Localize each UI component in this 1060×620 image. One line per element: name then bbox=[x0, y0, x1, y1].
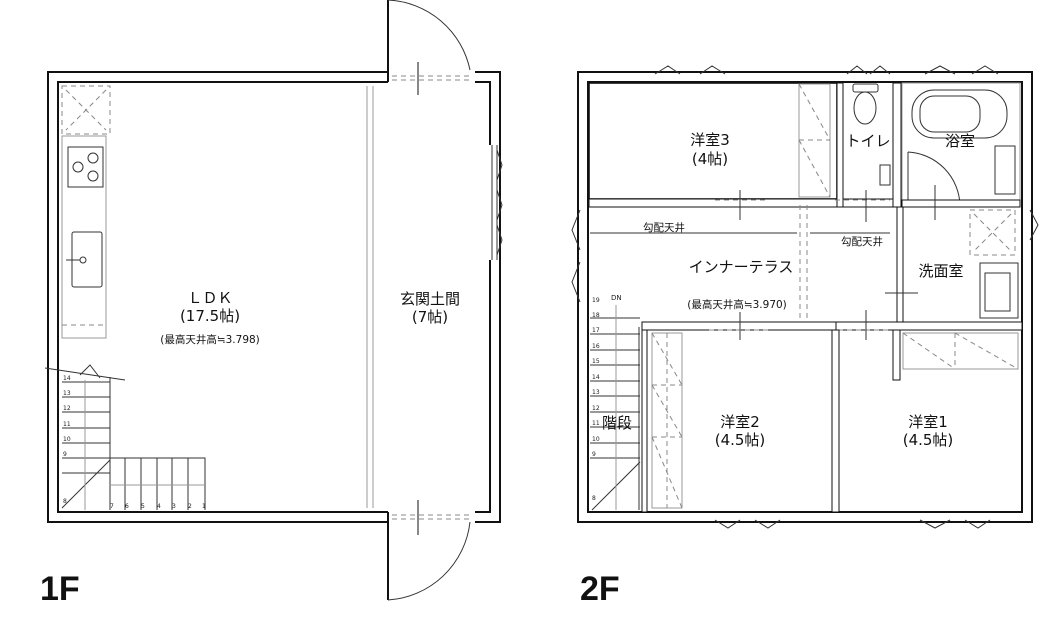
exterior-wall-inner bbox=[475, 81, 491, 513]
floor-1-label: 1F bbox=[40, 570, 80, 608]
toilet-wall bbox=[836, 82, 844, 208]
stair-number: 4 bbox=[157, 503, 161, 510]
windows-side bbox=[571, 209, 1039, 303]
room1-wall bbox=[892, 329, 901, 381]
washroom-wall bbox=[896, 206, 904, 328]
ldk-ceiling-height: (最高天井高≒3.798) bbox=[160, 333, 260, 346]
stair-number: 10 bbox=[63, 436, 71, 443]
hall-wall bbox=[842, 198, 894, 208]
hall-wall bbox=[641, 321, 837, 331]
window-sash bbox=[496, 149, 503, 256]
bathtub-inner bbox=[919, 95, 981, 133]
terrace-ceiling-height: (最高天井高≒3.970) bbox=[687, 298, 787, 311]
stair-number: 1 bbox=[202, 503, 206, 510]
step-line bbox=[366, 86, 374, 508]
stair-number: 14 bbox=[63, 375, 71, 382]
sink-icon bbox=[66, 231, 103, 288]
stair-number: 14 bbox=[592, 374, 600, 381]
floor-2-plan: 19 18 17 16 15 14 13 12 11 10 9 8 DN 洋室3… bbox=[571, 65, 1039, 608]
washbasin-icon bbox=[979, 262, 1019, 319]
stair-number: 3 bbox=[172, 503, 176, 510]
staircase-2f: 19 18 17 16 15 14 13 12 11 10 9 8 DN bbox=[590, 294, 641, 511]
washing-machine-space bbox=[969, 209, 1016, 256]
stair-number: 11 bbox=[63, 421, 71, 428]
window bbox=[491, 145, 498, 260]
stair-number: 13 bbox=[592, 389, 600, 396]
bathtub-icon bbox=[911, 89, 1008, 139]
hand-wash-icon bbox=[879, 164, 891, 186]
stair-number: 8 bbox=[592, 495, 596, 502]
windows-bottom bbox=[714, 519, 991, 529]
stairs-label: 階段 bbox=[602, 414, 632, 432]
entrance-door-bottom bbox=[387, 500, 472, 601]
room2-wall bbox=[641, 329, 648, 513]
entrance-label: 玄関土間 bbox=[400, 290, 460, 308]
stair-number: 18 bbox=[592, 312, 600, 319]
bath-wall bbox=[901, 199, 1021, 208]
entrance-area: (7帖) bbox=[412, 308, 448, 326]
washroom-label: 洗面室 bbox=[918, 262, 963, 280]
room1-closet bbox=[902, 332, 1019, 370]
toilet-label: トイレ bbox=[845, 132, 890, 150]
sloped-ceiling-left: 勾配天井 bbox=[643, 221, 685, 234]
stair-number: 9 bbox=[63, 451, 67, 458]
room3-area: (4帖) bbox=[692, 150, 728, 168]
stair-number: 13 bbox=[63, 390, 71, 397]
closet-line bbox=[651, 332, 683, 509]
stairs-down-label: DN bbox=[611, 294, 622, 302]
windows-top bbox=[654, 65, 999, 75]
stair-number: 12 bbox=[63, 405, 71, 412]
stair-number: 11 bbox=[592, 420, 600, 427]
room2-label: 洋室2 bbox=[720, 413, 760, 431]
exterior-wall bbox=[475, 71, 501, 523]
stair-number: 12 bbox=[592, 405, 600, 412]
hall-wall bbox=[588, 198, 838, 208]
stair-number: 6 bbox=[125, 503, 129, 510]
stair-number: 9 bbox=[592, 451, 596, 458]
room-divider bbox=[831, 329, 840, 513]
washbasin-bowl bbox=[984, 272, 1011, 312]
shower-icon bbox=[994, 145, 1016, 195]
stair-number: 15 bbox=[592, 358, 600, 365]
kitchen-counter bbox=[61, 135, 107, 339]
floor-1-plan: 14 13 12 11 10 9 8 7 6 5 4 3 2 1 ＬＤＫ (17… bbox=[40, 0, 503, 608]
floor-2-label: 2F bbox=[580, 570, 620, 608]
stair-number: 10 bbox=[592, 436, 600, 443]
exterior-wall-inner bbox=[57, 81, 388, 513]
stair-number: 7 bbox=[110, 503, 114, 510]
ldk-area: (17.5帖) bbox=[180, 307, 240, 325]
room1-label: 洋室1 bbox=[908, 413, 948, 431]
exterior-wall bbox=[47, 71, 388, 523]
stair-number: 5 bbox=[141, 503, 145, 510]
hall-wall bbox=[835, 321, 1023, 331]
inner-terrace-label: インナーテラス bbox=[689, 258, 794, 276]
door-openings bbox=[709, 199, 890, 331]
stair-number: 19 bbox=[592, 297, 600, 304]
washing-machine-mark bbox=[973, 213, 1012, 252]
entrance-door-top bbox=[387, 0, 472, 95]
toilet-wall bbox=[892, 82, 902, 208]
room1-area: (4.5帖) bbox=[903, 431, 954, 449]
door-marks bbox=[739, 185, 936, 340]
ldk-label: ＬＤＫ bbox=[187, 289, 232, 307]
stair-number: 16 bbox=[592, 343, 600, 350]
room2-area: (4.5帖) bbox=[715, 431, 766, 449]
exterior-wall-inner bbox=[587, 81, 1023, 513]
closet-line bbox=[902, 332, 1019, 370]
bathroom-label: 浴室 bbox=[945, 132, 975, 150]
closet-line bbox=[798, 83, 831, 198]
bath-door bbox=[907, 151, 961, 206]
sloped-ceiling-right: 勾配天井 bbox=[841, 235, 883, 248]
stair-number: 8 bbox=[63, 498, 67, 505]
fridge-mark bbox=[65, 89, 107, 131]
stair-number: 17 bbox=[592, 327, 600, 334]
fridge-space bbox=[61, 85, 111, 135]
stair-number: 2 bbox=[188, 503, 192, 510]
staircase-1f: 14 13 12 11 10 9 8 7 6 5 4 3 2 1 bbox=[44, 364, 206, 510]
toilet-icon bbox=[852, 83, 879, 125]
room3-label: 洋室3 bbox=[690, 131, 730, 149]
cooktop-icon bbox=[67, 146, 104, 188]
